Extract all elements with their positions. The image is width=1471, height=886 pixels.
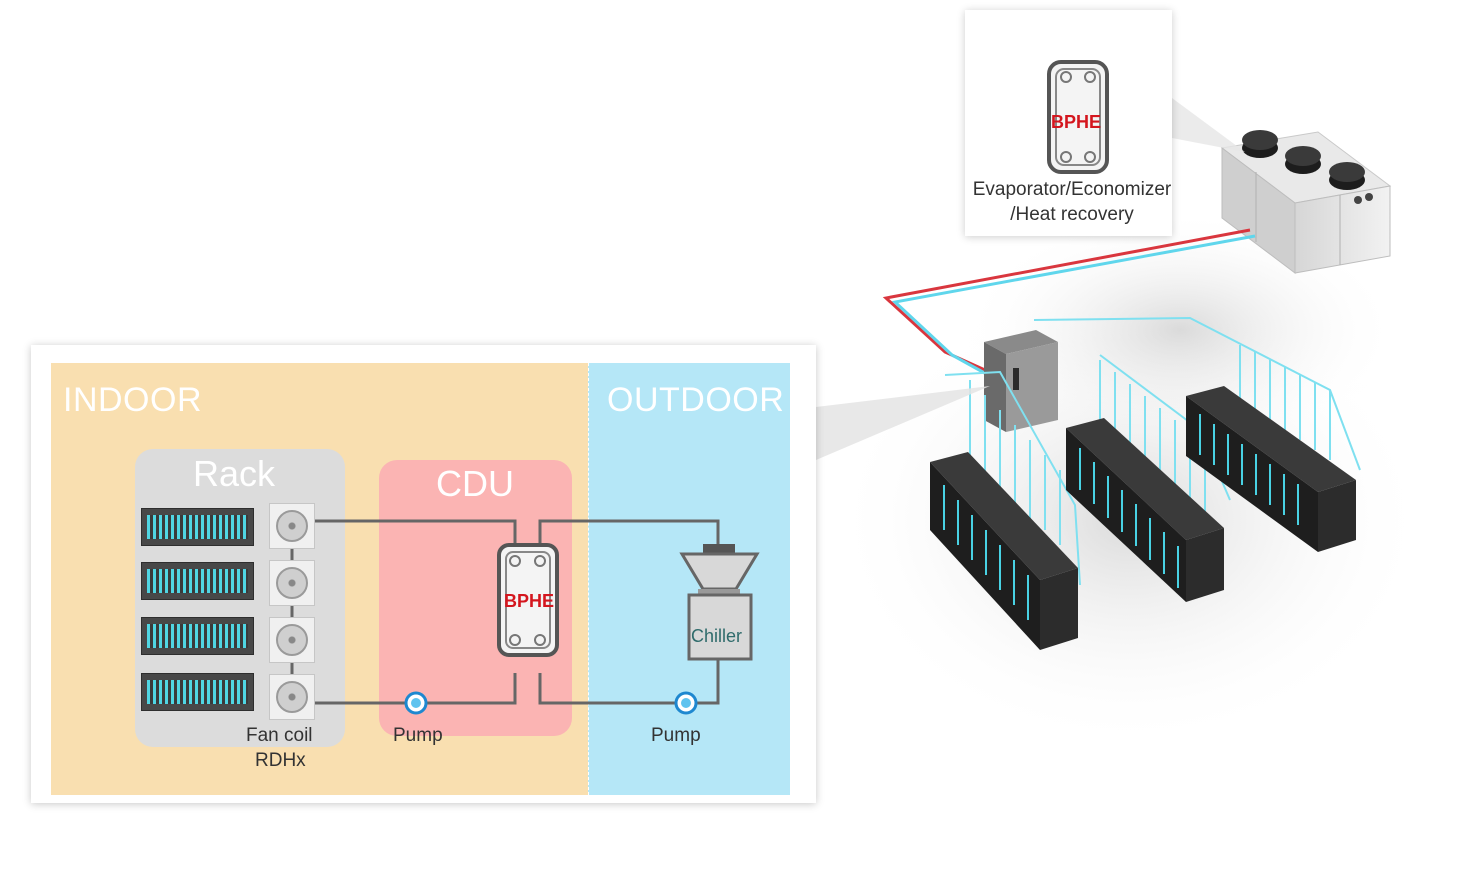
fan-top-2 [1285,146,1321,174]
indoor-label: INDOOR [63,381,202,419]
cdu-bphe-label: BPHE [504,591,555,611]
bphe-callout: BPHE Evaporator/Economizer /Heat recover… [965,10,1172,236]
chiller-label: Chiller [691,626,743,646]
pump-left-icon [404,691,428,715]
outdoor-label: OUTDOOR [607,381,785,419]
fan-coil-icon [269,674,315,720]
rack-title: Rack [193,453,276,494]
pump-right-icon [674,691,698,715]
outdoor-chiller-unit [1220,130,1392,275]
fan-coil-icon [269,503,315,549]
outdoor-zone [588,363,790,795]
server-row-left [930,452,1078,650]
server-unit [141,617,254,655]
cyan-return-pipe [891,234,1256,378]
cdu-cabinet [984,330,1058,432]
fan-coil-icon [269,560,315,606]
fan-top-1 [1242,130,1278,158]
cdu-bphe-icon [497,543,559,657]
schematic-panel: INDOOR OUTDOOR Rack CDU [31,345,816,803]
bphe-icon [1047,60,1109,174]
zone-divider [588,363,589,795]
rdhx-label: RDHx [255,750,306,771]
cdu-title: CDU [436,463,514,504]
server-row-middle [1066,418,1224,602]
chiller-icon [679,544,760,661]
callout-line-2: /Heat recovery [1010,204,1134,225]
callout-pointer-top [1172,98,1245,152]
callout-line-1: Evaporator/Economizer [972,179,1172,200]
server-row-right [1186,386,1356,552]
fan-top-3 [1329,162,1365,190]
callout-bphe-label: BPHE [1051,112,1102,132]
server-unit [141,673,254,711]
server-unit [141,562,254,600]
server-unit [141,508,254,546]
pump-left-label: Pump [393,725,443,746]
fan-coil-label: Fan coil [246,725,313,746]
schematic-piping [290,519,760,715]
fan-coil-icon [269,617,315,663]
callout-pointer-bottom [816,386,990,460]
pump-right-label: Pump [651,725,701,746]
